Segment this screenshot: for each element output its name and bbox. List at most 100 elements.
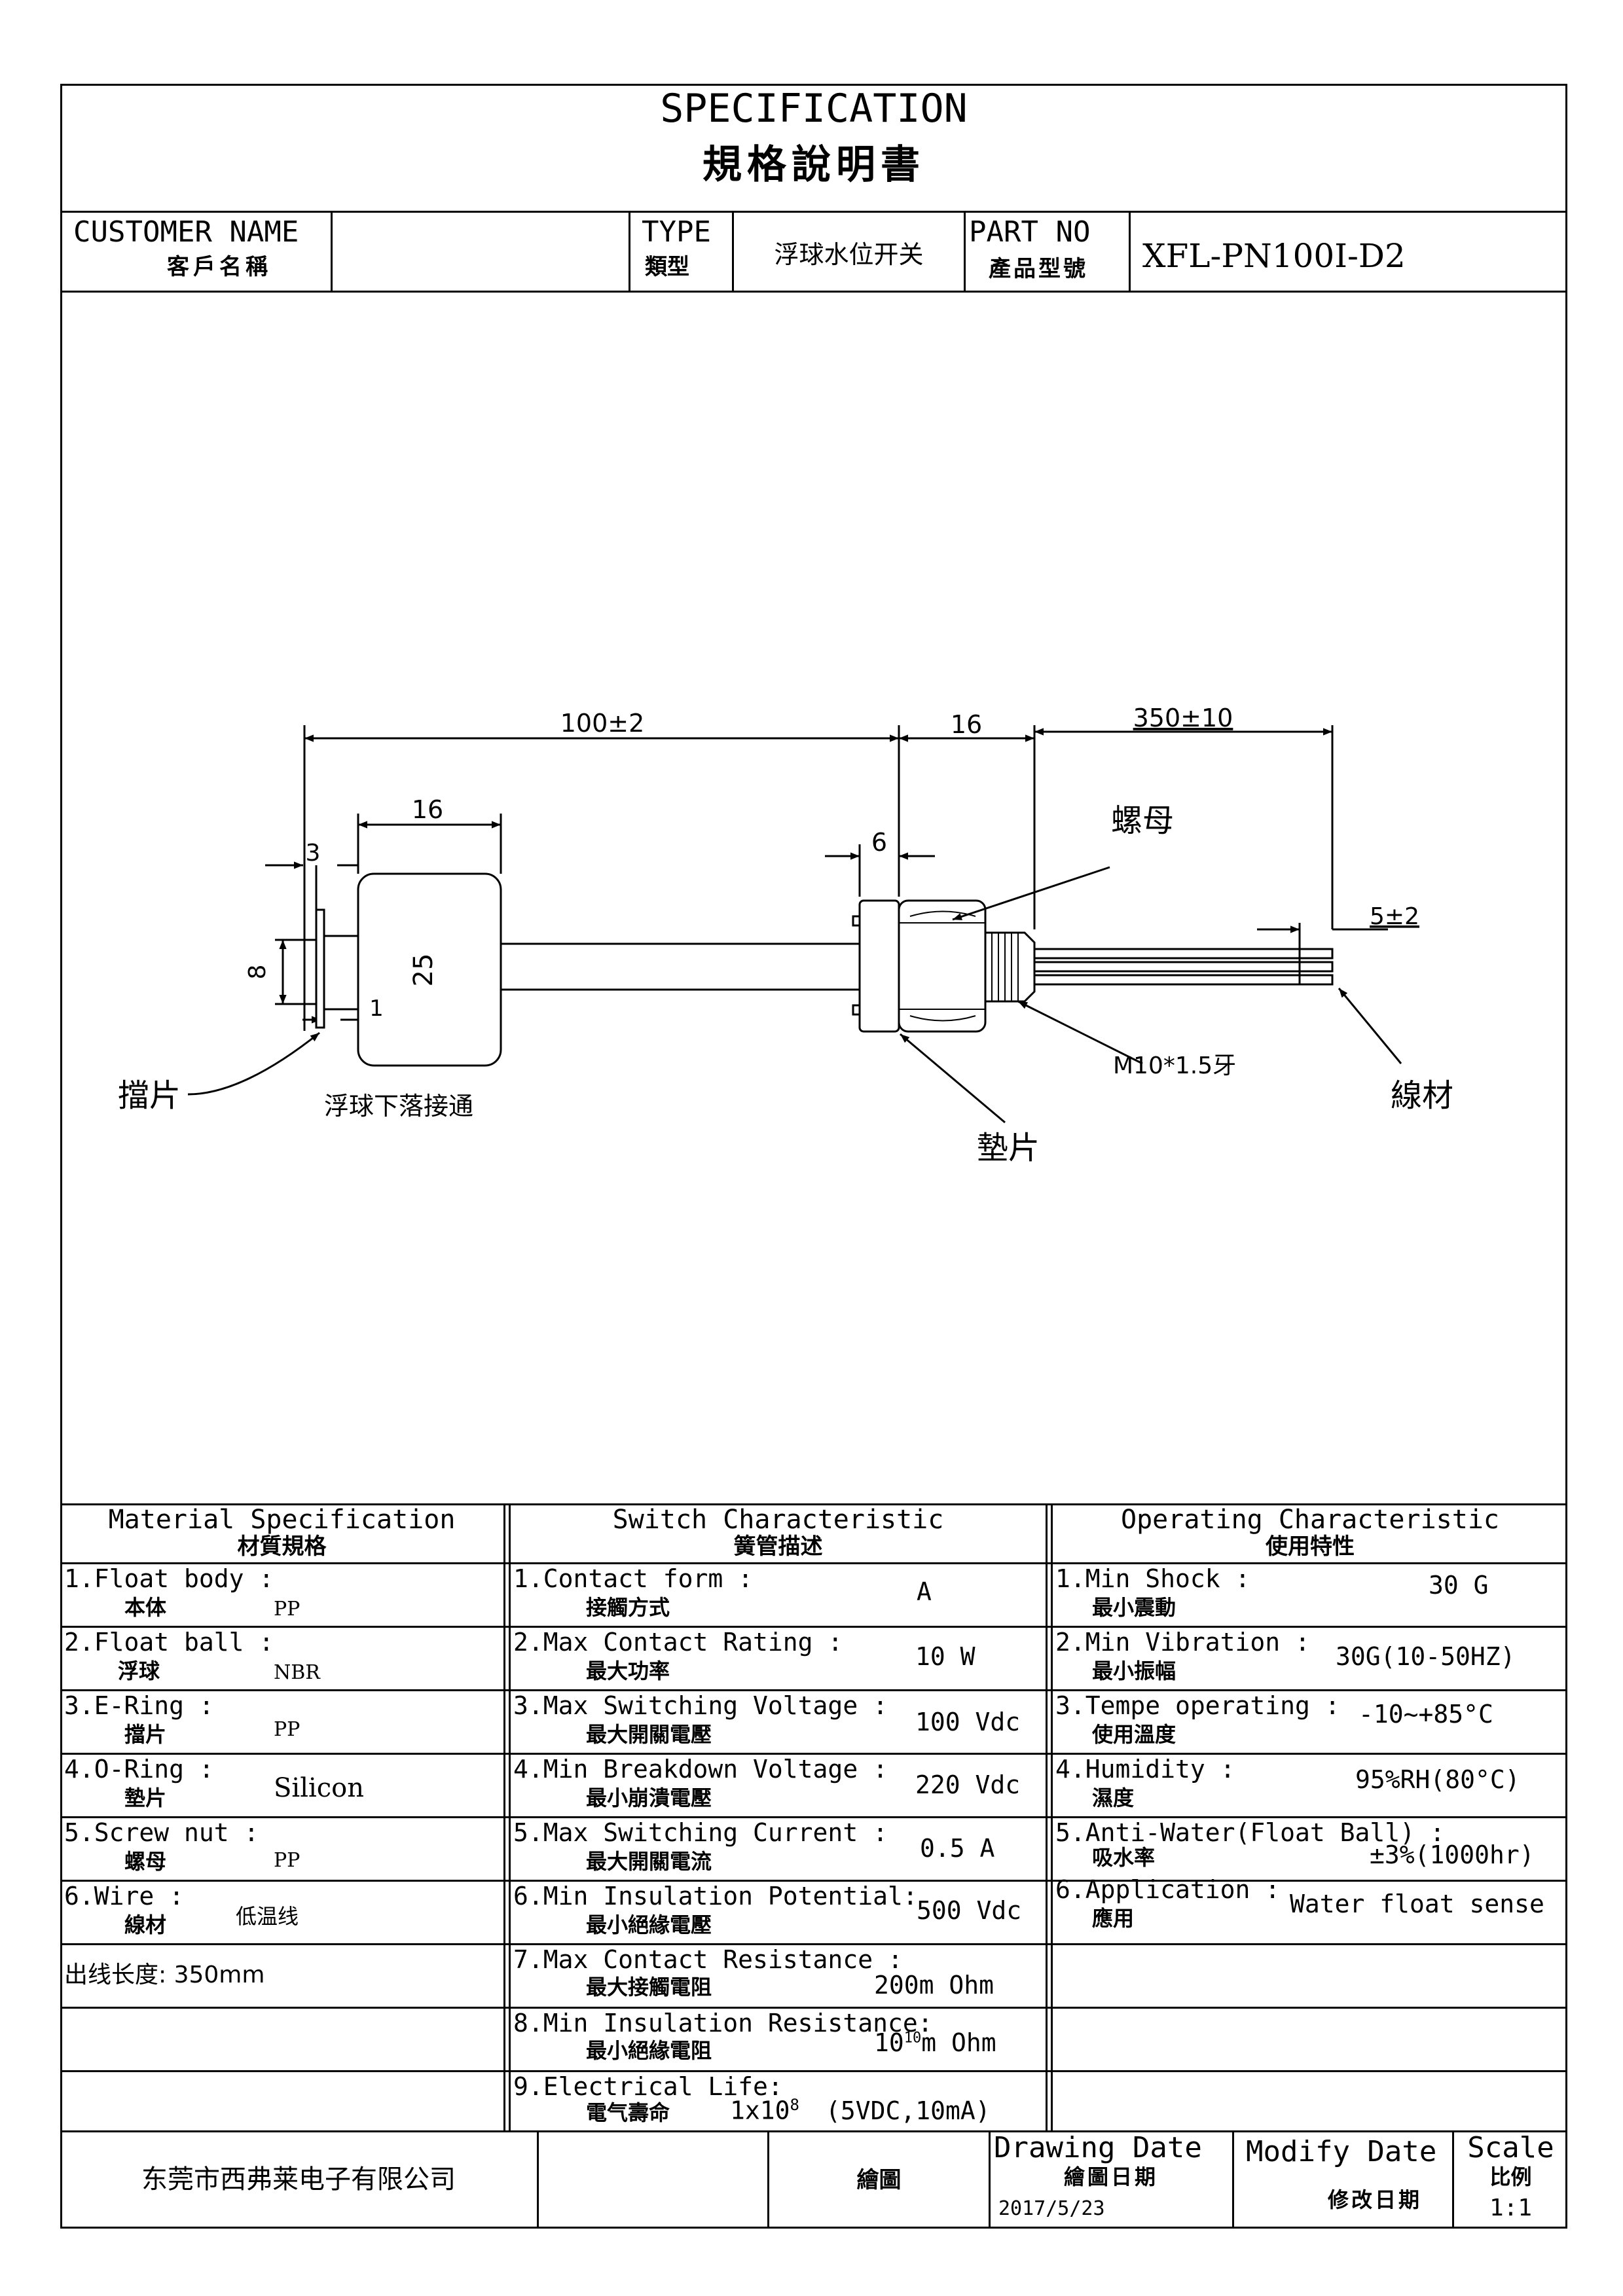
footer-top-rule xyxy=(60,2130,1567,2132)
operating-label-zh: 最小振幅 xyxy=(1092,1659,1176,1683)
title-zh: 規格說明書 xyxy=(702,142,925,188)
switch-label-zh: 電气壽命 xyxy=(586,2100,670,2125)
scale-label-zh: 比例 xyxy=(1489,2164,1532,2189)
header-divider xyxy=(331,211,333,291)
label-thread: M10*1.5牙 xyxy=(1113,1052,1236,1079)
material-label-en: 2.Float ball : xyxy=(64,1628,274,1657)
material-label-zh: 本体 xyxy=(124,1595,167,1620)
switch-label-zh: 最大功率 xyxy=(586,1659,670,1683)
switch-header-en: Switch Characteristic xyxy=(612,1505,944,1535)
operating-label-en: 1.Min Shock : xyxy=(1055,1564,1250,1593)
table-divider xyxy=(509,1503,511,2130)
technical-drawing: 100±2 16 350±10 16 6 3 8 25 1 5±2 螺母 M10… xyxy=(118,704,1453,1166)
wire-tip-1 xyxy=(1298,948,1334,960)
switch-value: A xyxy=(917,1577,932,1606)
material-label-en: 5.Screw nut : xyxy=(64,1818,259,1847)
wire-lead-2 xyxy=(1033,961,1301,973)
dim-text-strip: 5±2 xyxy=(1370,903,1419,930)
wire-lead-3 xyxy=(1033,974,1301,986)
switch-value: 500 Vdc xyxy=(917,1896,1022,1925)
label-note: 浮球下落接通 xyxy=(324,1092,473,1121)
modify-date-label-en: Modify Date xyxy=(1246,2135,1437,2168)
wire-tip-2 xyxy=(1298,961,1334,973)
value-base: 10 xyxy=(874,2028,904,2057)
operating-label-en: 3.Tempe operating : xyxy=(1055,1691,1340,1720)
washer-notch xyxy=(852,915,861,927)
switch-value-life: 1x108(5VDC,10mA) xyxy=(730,2097,991,2123)
washer-notch xyxy=(852,1004,861,1016)
header-divider xyxy=(732,211,734,291)
switch-label-zh: 最小絕緣電壓 xyxy=(586,1912,712,1937)
material-label-en: 6.Wire : xyxy=(64,1882,185,1910)
table-divider xyxy=(1051,1503,1053,2130)
label-wire: 線材 xyxy=(1391,1077,1453,1114)
header-divider xyxy=(629,211,630,291)
footer-divider xyxy=(989,2130,991,2229)
part-label-en: PART NO xyxy=(969,215,1091,249)
material-header-zh: 材質規格 xyxy=(237,1534,327,1560)
company-name: 东莞市西弗莱电子有限公司 xyxy=(141,2164,456,2195)
drawing-date-label-en: Drawing Date xyxy=(994,2131,1202,2164)
table-divider xyxy=(503,1503,505,2130)
material-label-en: 4.O-Ring : xyxy=(64,1755,214,1784)
operating-label-zh: 最小震動 xyxy=(1092,1595,1176,1620)
dim-text-8: 8 xyxy=(244,965,271,980)
leader-nut xyxy=(952,866,1110,921)
switch-label-en: 9.Electrical Life: xyxy=(513,2072,783,2101)
table-rule xyxy=(60,1880,1567,1882)
switch-label-zh: 最大接觸電阻 xyxy=(586,1975,712,2000)
material-label-en: 1.Float body : xyxy=(64,1564,274,1593)
switch-label-zh: 最大開關電流 xyxy=(586,1849,712,1874)
switch-label-en: 5.Max Switching Current : xyxy=(513,1818,888,1847)
float-hub xyxy=(323,935,359,1011)
table-rule xyxy=(60,2007,1567,2009)
operating-value: Water float sense xyxy=(1290,1890,1544,1918)
dim-text-total: 100±2 xyxy=(560,709,645,738)
thread-body xyxy=(984,931,1036,1003)
operating-value: ±3%(1000hr) xyxy=(1370,1840,1535,1869)
switch-label-en: 1.Contact form : xyxy=(513,1564,754,1593)
sheet-frame xyxy=(60,84,1567,2229)
operating-label-en: 5.Anti-Water(Float Ball) : xyxy=(1055,1818,1445,1847)
table-rule xyxy=(60,1689,1567,1691)
wire-lead-1 xyxy=(1033,948,1301,960)
operating-label-zh: 應用 xyxy=(1092,1906,1135,1931)
material-label-zh: 擋片 xyxy=(124,1722,167,1747)
switch-value-insulation: 1010m Ohm xyxy=(874,2030,996,2055)
switch-label-zh: 最小絕緣電阻 xyxy=(586,2038,712,2063)
eclip-plate xyxy=(315,908,325,1029)
switch-value: 100 Vdc xyxy=(915,1708,1021,1736)
dim-text-25: 25 xyxy=(409,954,439,987)
operating-label-en: 4.Humidity : xyxy=(1055,1755,1235,1784)
material-value: PP xyxy=(274,1849,301,1872)
switch-value: 220 Vdc xyxy=(915,1770,1021,1799)
table-rule xyxy=(60,1943,1567,1945)
material-label-en: 3.E-Ring : xyxy=(64,1691,214,1720)
type-value: 浮球水位开关 xyxy=(774,240,924,269)
wire-length-note: 出线长度: 350mm xyxy=(64,1962,265,1988)
dim-text-3: 3 xyxy=(306,840,321,867)
scale-label-en: Scale xyxy=(1467,2131,1554,2164)
scale-value: 1:1 xyxy=(1489,2195,1533,2221)
switch-value: 10 W xyxy=(915,1642,976,1671)
switch-value: 0.5 A xyxy=(920,1834,995,1863)
material-value: 低温线 xyxy=(236,1904,299,1929)
dim-text-wire: 350±10 xyxy=(1133,704,1233,732)
operating-label-en: 2.Min Vibration : xyxy=(1055,1628,1310,1657)
switch-label-en: 3.Max Switching Voltage : xyxy=(513,1691,888,1720)
operating-value: 30 G xyxy=(1429,1571,1489,1600)
footer-divider xyxy=(1452,2130,1454,2229)
type-label-zh: 類型 xyxy=(645,254,689,280)
switch-label-en: 6.Min Insulation Potential: xyxy=(513,1882,918,1910)
operating-header-zh: 使用特性 xyxy=(1266,1534,1355,1560)
table-rule xyxy=(60,1562,1567,1564)
switch-label-en: 2.Max Contact Rating : xyxy=(513,1628,843,1657)
switch-label-zh: 最大開關電壓 xyxy=(586,1722,712,1747)
part-number-value: XFL-PN100I-D2 xyxy=(1142,237,1406,275)
leader-eclip xyxy=(187,1031,320,1096)
switch-label-en: 4.Min Breakdown Voltage : xyxy=(513,1755,888,1784)
material-label-zh: 螺母 xyxy=(124,1849,167,1874)
table-top-rule xyxy=(60,1503,1567,1505)
switch-label-zh: 接觸方式 xyxy=(586,1595,670,1620)
leader-thread xyxy=(1017,1000,1143,1065)
